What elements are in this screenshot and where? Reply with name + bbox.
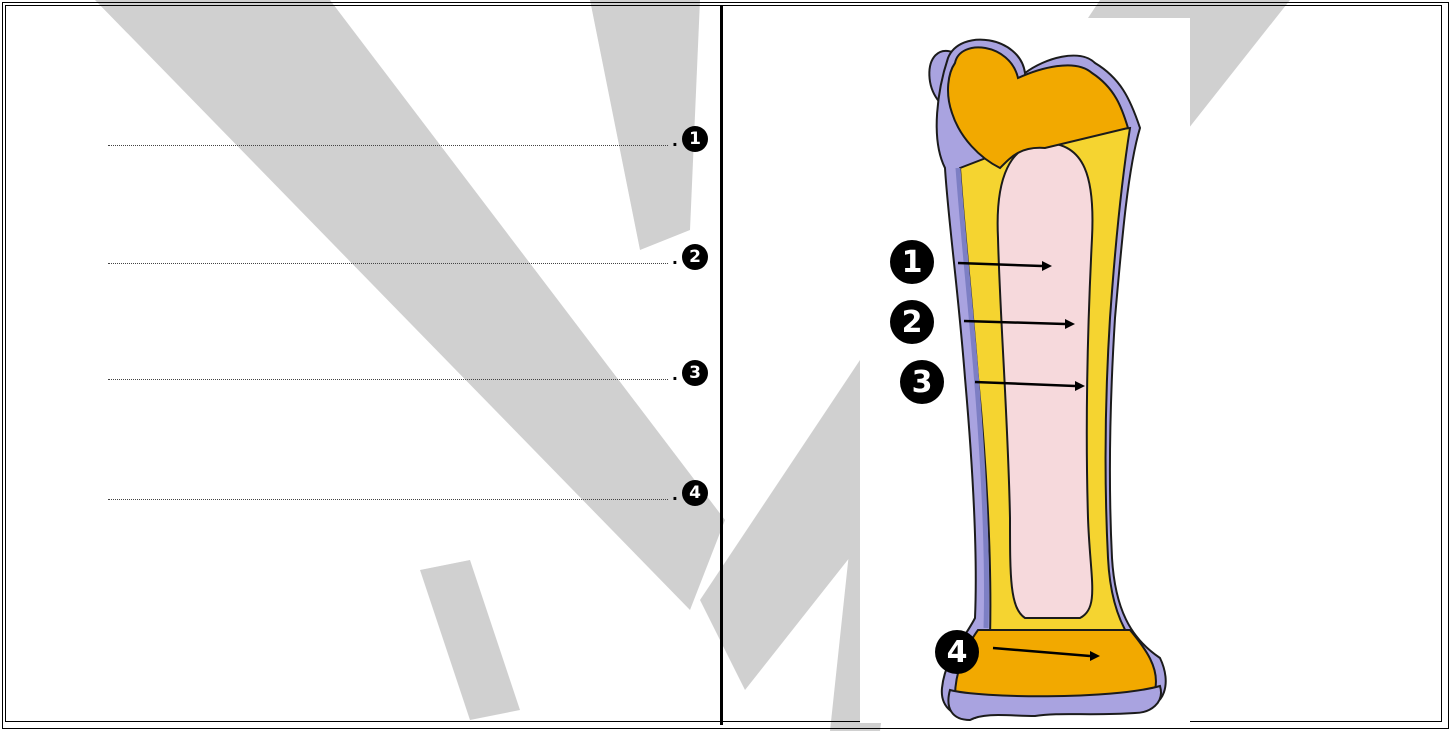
answer-dot-1: . [672,131,678,150]
answer-number-4: 4 [682,480,708,506]
answer-dot-4: . [672,485,678,504]
answer-dot-3: . [672,365,678,384]
answer-line-3[interactable] [108,379,668,380]
long-bone-diagram: 1 2 3 4 [860,18,1200,723]
answer-dot-2: . [672,249,678,268]
diagram-label-2: 2 [890,300,934,344]
answer-row-2[interactable]: . 2 [108,236,708,270]
answer-line-4[interactable] [108,499,668,500]
spongy-bone-distal [955,630,1156,698]
answer-number-3: 3 [682,360,708,386]
column-divider [720,6,723,725]
answer-line-2[interactable] [108,263,668,264]
answer-number-1: 1 [682,126,708,152]
answer-number-2: 2 [682,244,708,270]
answer-row-1[interactable]: . 1 [108,118,708,152]
answer-row-3[interactable]: . 3 [108,352,708,386]
diagram-label-3: 3 [900,360,944,404]
diagram-label-4: 4 [935,630,979,674]
medullary-cavity [998,143,1093,618]
diagram-label-1: 1 [890,240,934,284]
answer-line-1[interactable] [108,145,668,146]
answer-row-4[interactable]: . 4 [108,472,708,506]
